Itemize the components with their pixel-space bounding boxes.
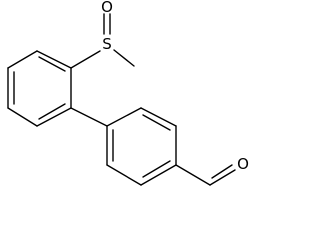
bond-carbonyl-double [211,164,233,179]
bond [106,164,142,186]
bond [70,107,108,127]
aldehyde-group: O [175,155,249,186]
bond [36,107,72,127]
bond [140,164,177,186]
bond [70,50,101,69]
bond [175,164,211,186]
methylsulfinyl-group: S O [70,0,135,69]
aldehyde-oxygen-atom-label: O [237,155,249,173]
bond [209,169,236,186]
ring-a-phenyl [7,50,72,127]
bond [7,107,38,127]
bond [36,50,72,69]
sulfoxide-oxygen-atom-label: O [101,0,113,16]
structural-formula: S O O [7,0,249,186]
bond-inner-double [142,114,171,131]
bond-inner-double [142,160,171,178]
bond [140,107,177,127]
bond [7,50,38,69]
bond [113,49,135,67]
bond-inner-double [38,56,66,72]
sulfur-atom-label: S [102,35,112,53]
bond-inner-double [38,103,66,120]
bond [106,107,142,127]
ring-b-phenylene [70,107,177,186]
